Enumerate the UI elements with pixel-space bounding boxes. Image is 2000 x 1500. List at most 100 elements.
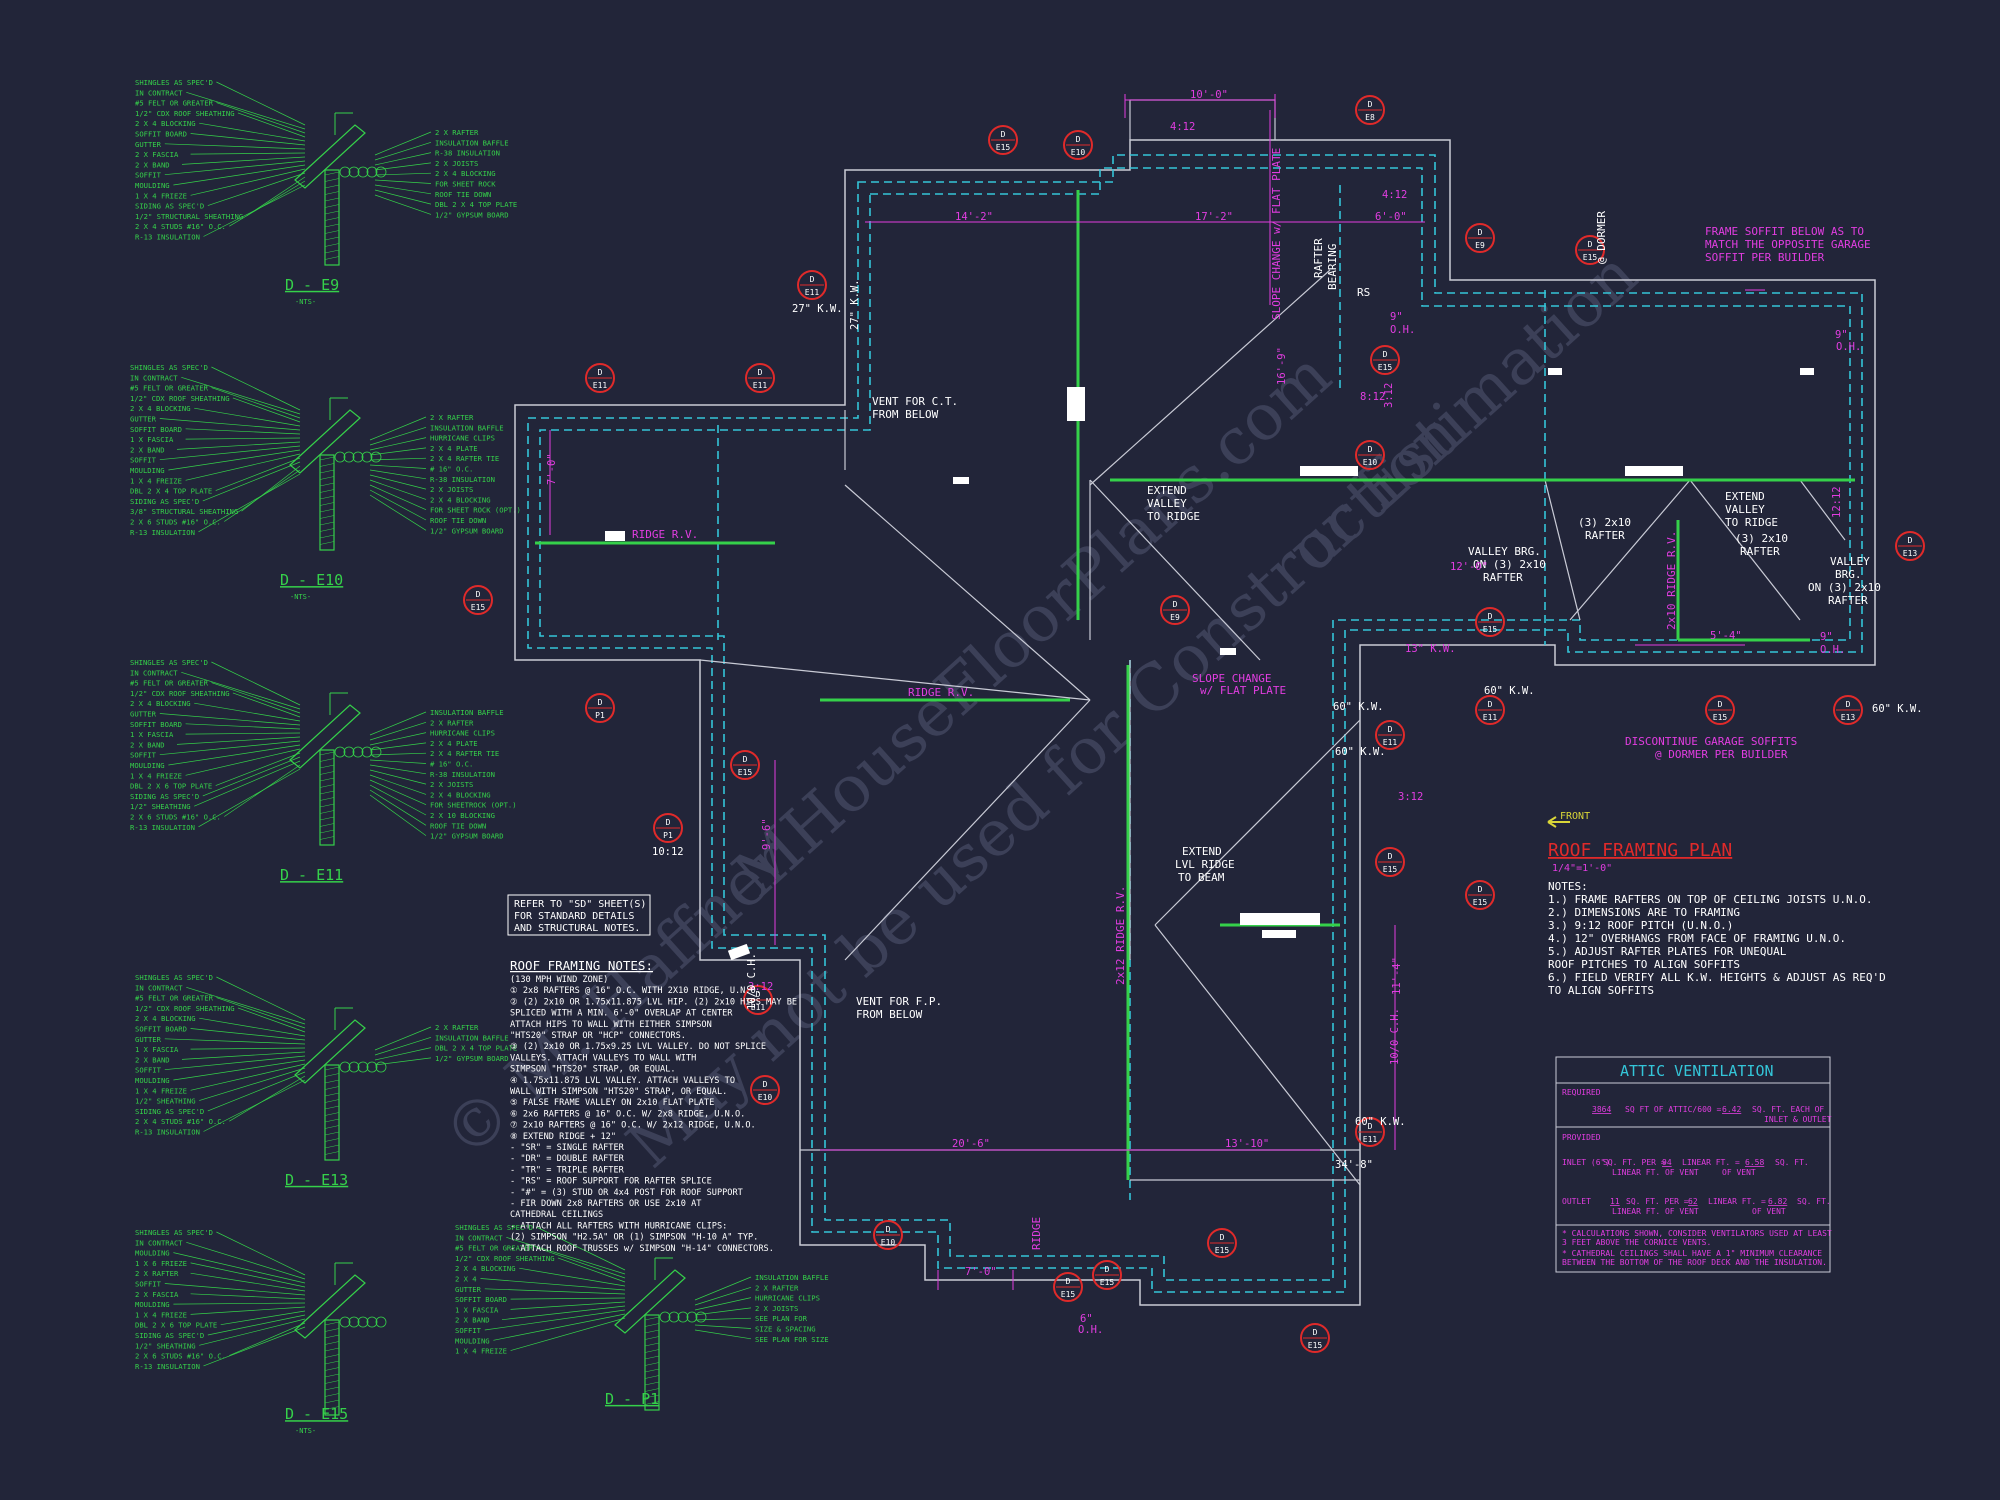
leader-line: [374, 1036, 432, 1056]
leader-line: [190, 1063, 306, 1091]
detail-right-note: FOR SHEET ROCK: [435, 180, 496, 189]
outlet-lf-label: LINEAR FT. =: [1708, 1197, 1766, 1206]
detail-left-note: 1/2" SHEATHING: [130, 802, 191, 811]
rafter-section: [294, 1019, 366, 1084]
detail-right-note: R-38 INSULATION: [430, 475, 495, 484]
leader-line: [694, 1286, 752, 1306]
svg-text:D: D: [1488, 612, 1493, 621]
detail-sections: SHINGLES AS SPEC'DIN CONTRACT#5 FELT OR …: [130, 78, 829, 1435]
detail-left-note: SIDING AS SPEC'D: [135, 1331, 204, 1340]
leader-line: [510, 1297, 626, 1300]
attic-req-unit-2: INLET & OUTLET: [1764, 1115, 1832, 1124]
hatch-line: [324, 1341, 340, 1345]
framing-note-line: ⑦ 2x10 RAFTERS @ 16" O.C. W/ 2x12 RIDGE,…: [510, 1121, 756, 1131]
leader-line: [369, 479, 427, 500]
attic-ventilation-table: ATTIC VENTILATION REQUIRED 3864 SQ FT OF…: [1555, 1056, 1832, 1273]
detail-right-note: 2 X 4 RAFTER TIE: [430, 454, 499, 463]
svg-text:E15: E15: [1308, 1341, 1323, 1350]
detail-right-note: SIZE & SPACING: [755, 1325, 816, 1334]
detail-left-note: SOFFIT: [130, 751, 157, 760]
insulation-symbol: [348, 1316, 360, 1328]
slope-change-1: SLOPE CHANGE: [1192, 672, 1271, 685]
detail-left-note: MOULDING: [130, 761, 165, 770]
insulation-symbol: [339, 1061, 351, 1073]
detail-left-note: SOFFIT: [130, 456, 157, 465]
detail-left-note: 1 X FASCIA: [130, 730, 174, 739]
leader-line: [369, 437, 427, 451]
rafter-bearing-2: BEARING: [1326, 244, 1339, 290]
refer-line-2: FOR STANDARD DETAILS: [514, 911, 634, 922]
dimension-label: 10:12: [652, 846, 684, 858]
rafter-section: [294, 124, 366, 189]
dimension-label: 9": [1820, 631, 1833, 643]
leader-line: [185, 723, 301, 730]
detail-left-note: DBL 2 X 6 TOP PLATE: [130, 782, 212, 791]
detail-left-note: #5 FELT OR GREATER: [130, 679, 209, 688]
svg-text:D: D: [1908, 536, 1913, 545]
svg-text:E11: E11: [805, 288, 820, 297]
framing-note-line: - FIR DOWN 2x8 RAFTERS OR USE 2x10 AT: [510, 1199, 701, 1209]
framing-note-line: ⑤ FALSE FRAME VALLEY ON 2x10 FLAT PLATE: [510, 1098, 714, 1108]
framing-note-line: SPLICED WITH A MIN. 6'-0" OVERLAP AT CEN…: [510, 1009, 733, 1019]
leader-line: [484, 1309, 626, 1331]
hatch-line: [324, 1386, 340, 1391]
detail-right-note: SEE PLAN FOR: [755, 1314, 808, 1323]
vent-fp-label-2: FROM BELOW: [856, 1008, 923, 1021]
svg-text:E11: E11: [1363, 1135, 1378, 1144]
detail-right-note: 2 X 4 BLOCKING: [430, 495, 491, 504]
framing-note-line: SIMPSON "HTS20" STRAP, OR EQUAL.: [510, 1065, 676, 1075]
leader-line: [173, 1252, 306, 1284]
plan-title-block: FRONT ROOF FRAMING PLAN 1/4"=1'-0" NOTES…: [1547, 811, 1886, 997]
leader-line: [493, 1313, 626, 1341]
framing-note-line: CATHEDRAL CEILINGS: [510, 1210, 603, 1220]
detail-left-note: 1 X FASCIA: [135, 1045, 179, 1054]
leader-line: [199, 1017, 306, 1037]
hatch-line: [644, 1368, 660, 1373]
inlet-result: 6.58: [1745, 1158, 1764, 1167]
detail-title: D - E11: [280, 866, 343, 884]
dimension-label: 4:12: [1170, 121, 1195, 133]
detail-3: SHINGLES AS SPEC'DIN CONTRACT#5 FELT OR …: [130, 658, 517, 884]
detail-right-note: DBL 2 X 4 TOP PLATE: [435, 200, 517, 209]
outlet-sub-2: OF VENT: [1752, 1207, 1786, 1216]
detail-left-note: 1/2" CDX ROOF SHEATHING: [135, 1004, 235, 1013]
leader-line: [164, 1055, 306, 1071]
leader-line: [186, 1241, 306, 1280]
detail-right-note: 2 X 4 BLOCKING: [430, 790, 491, 799]
leader-line: [694, 1329, 752, 1340]
detail-left-note: SIDING AS SPEC'D: [130, 792, 199, 801]
hatch-line: [324, 1125, 340, 1129]
attic-req-value: 3864: [1592, 1105, 1611, 1114]
detail-right-note: 1/2" GYPSUM BOARD: [430, 832, 504, 841]
valley-brg2-1: VALLEY: [1830, 555, 1870, 568]
detail-right-note: FOR SHEETROCK (OPT.): [430, 801, 517, 810]
svg-text:E15: E15: [1378, 363, 1393, 372]
hatch-line: [324, 243, 340, 247]
insulation-symbol: [677, 1311, 689, 1323]
roof-plan: [514, 94, 1876, 1306]
hatch-line: [319, 502, 335, 506]
detail-left-note: 1 X 4 FRIEZE: [130, 771, 182, 780]
extend-valley-3: TO RIDGE: [1147, 510, 1200, 523]
hatch-line: [324, 217, 340, 221]
detail-left-note: 1/2" STRUCTURAL SHEATHING: [135, 212, 243, 221]
leader-line: [199, 1318, 306, 1346]
svg-text:D: D: [476, 590, 481, 599]
detail-title: D - E13: [285, 1171, 348, 1189]
detail-right-note: HURRICANE CLIPS: [430, 434, 495, 443]
detail-left-note: 2 X 6 STUDS #16" O.C.: [135, 1352, 226, 1361]
inlet-label: INLET (6"): [1562, 1158, 1610, 1167]
attic-note-1: * CALCULATIONS SHOWN, CONSIDER VENTILATO…: [1562, 1229, 1832, 1238]
leader-line: [557, 1257, 626, 1283]
leader-line: [369, 484, 427, 511]
insulation-symbol: [343, 451, 355, 463]
svg-text:D: D: [666, 818, 671, 827]
hatch-line: [319, 482, 335, 487]
dimension-label: 9": [1835, 329, 1848, 341]
rafter-bearing-1: RAFTER: [1312, 238, 1325, 278]
